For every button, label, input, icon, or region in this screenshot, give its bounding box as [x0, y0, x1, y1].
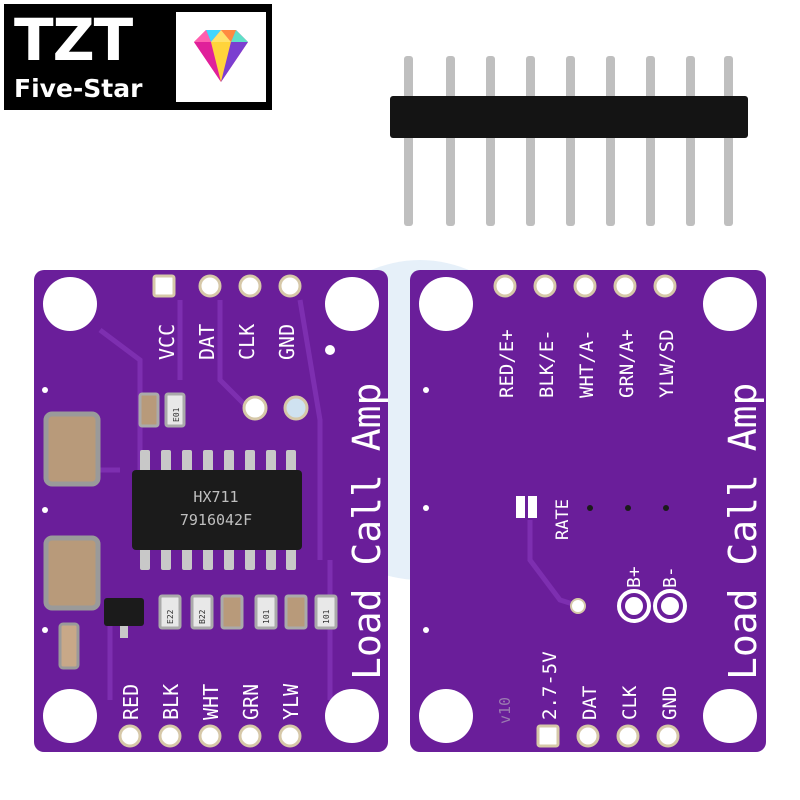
front-pin-gnd: GND	[275, 324, 299, 360]
chip-marking-1: HX711	[193, 488, 238, 506]
hx711-chip	[132, 470, 302, 550]
front-pin-clk: CLK	[235, 324, 259, 360]
front-silkscreen: VCC DAT CLK GND RED BLK WHT GRN YLW Load…	[119, 324, 389, 720]
logo-tagline: Five-Star	[14, 74, 143, 103]
back-title: Load Call Amp	[721, 383, 765, 680]
pin-header	[390, 56, 748, 226]
resistor-code-2: E22	[166, 609, 175, 624]
back-pin-dat: DAT	[579, 686, 601, 720]
back-pin-grn-aplus: GRN/A+	[616, 329, 638, 398]
board-front	[34, 270, 388, 752]
back-pin-clk: CLK	[619, 685, 641, 720]
resistor-code-5: 101	[322, 609, 331, 624]
header-plastic	[390, 96, 748, 138]
version-label: v10	[496, 697, 514, 724]
resistor-code-4: 101	[262, 609, 271, 624]
back-silkscreen: RED/E+ BLK/E- WHT/A- GRN/A+ YLW/SD 2.7-5…	[496, 329, 765, 724]
front-title: Load Call Amp	[345, 383, 389, 680]
front-pin-blk: BLK	[159, 684, 183, 720]
front-pin-ylw: YLW	[279, 683, 303, 720]
logo-brand: TZT	[14, 6, 133, 74]
chip-marking-2: 7916042F	[180, 511, 252, 529]
front-pin-grn: GRN	[239, 684, 263, 720]
back-pin-blk-eminus: BLK/E-	[536, 329, 558, 398]
tzt-logo: TZT Five-Star	[4, 4, 272, 110]
back-pin-red-eplus: RED/E+	[496, 329, 518, 398]
back-pin-power: 2.7-5V	[539, 651, 561, 720]
diamond-icon	[176, 12, 266, 102]
back-pin-gnd: GND	[659, 686, 681, 720]
resistor-code-3: B22	[198, 609, 207, 624]
front-pin-wht: WHT	[199, 684, 223, 720]
rate-label: RATE	[553, 499, 573, 540]
header-pins	[404, 56, 733, 226]
front-pin-dat: DAT	[195, 324, 219, 360]
back-pin-wht-aminus: WHT/A-	[576, 329, 598, 398]
b-minus-label: B-	[660, 566, 681, 588]
b-plus-label: B+	[624, 566, 645, 588]
resistor-code-1: E01	[172, 407, 181, 422]
board-back	[410, 270, 766, 752]
front-pin-red: RED	[119, 684, 143, 720]
front-pin-vcc: VCC	[155, 324, 179, 360]
back-pin-ylw-sd: YLW/SD	[656, 329, 678, 398]
